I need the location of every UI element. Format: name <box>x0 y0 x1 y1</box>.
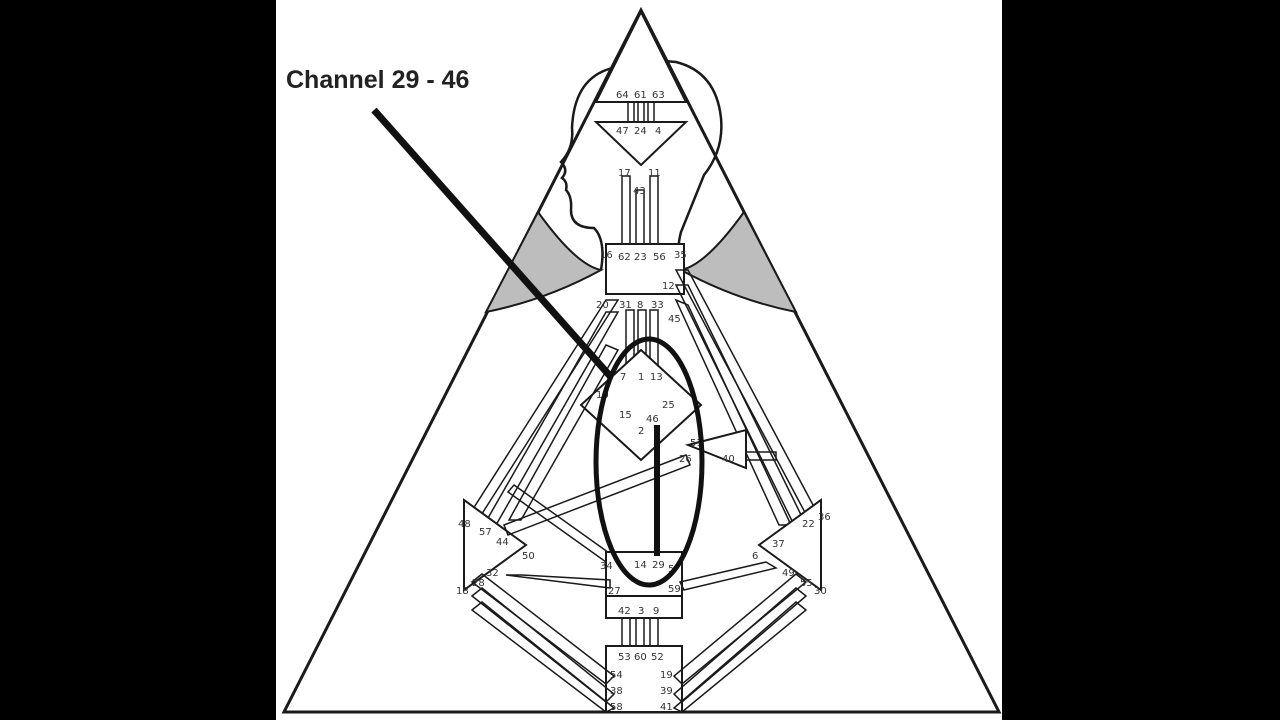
gate-56: 56 <box>653 252 666 263</box>
gate-20: 20 <box>596 300 609 311</box>
gate-23: 23 <box>634 252 647 263</box>
gate-16: 16 <box>600 250 613 261</box>
gate-32: 32 <box>486 568 499 579</box>
gate-51: 51 <box>690 438 703 449</box>
gate-18: 18 <box>456 586 469 597</box>
gate-52: 52 <box>651 652 664 663</box>
sacral-root-channels <box>621 617 659 647</box>
gate-44: 44 <box>496 537 509 548</box>
gate-8: 8 <box>637 300 643 311</box>
lower-right-channels <box>672 561 808 713</box>
gate-34: 34 <box>600 561 613 572</box>
gate-45: 45 <box>668 314 681 325</box>
head-silhouette <box>559 59 723 271</box>
gate-63: 63 <box>652 90 665 101</box>
spleen-center <box>463 498 528 592</box>
gate-62: 62 <box>618 252 631 263</box>
bodygraph-diagram: 64 61 63 47 24 4 17 11 43 16 62 23 56 35… <box>281 6 1002 714</box>
left-shoulder-shade <box>484 210 604 314</box>
head-center <box>594 9 688 103</box>
gate-50: 50 <box>522 551 535 562</box>
root-center <box>605 645 683 713</box>
head-ajna-channels <box>627 101 655 123</box>
gate-26: 26 <box>679 454 692 465</box>
gate-37: 37 <box>772 539 785 550</box>
gate-22: 22 <box>802 519 815 530</box>
bodygraph-panel: 64 61 63 47 24 4 17 11 43 16 62 23 56 35… <box>276 0 1002 720</box>
gate-64: 64 <box>616 90 629 101</box>
gate-27: 27 <box>608 586 621 597</box>
pointer-line <box>371 107 613 379</box>
gate-59: 59 <box>668 584 681 595</box>
gate-12: 12 <box>662 281 675 292</box>
gate-25: 25 <box>662 400 675 411</box>
gate-28: 28 <box>472 578 485 589</box>
heart-center <box>684 428 747 470</box>
gate-3: 3 <box>638 606 644 617</box>
gate-11: 11 <box>648 168 661 179</box>
gate-29: 29 <box>652 560 665 571</box>
root-top-band <box>605 595 683 619</box>
gate-7: 7 <box>620 372 626 383</box>
gate-38: 38 <box>610 686 623 697</box>
gate-15: 15 <box>619 410 632 421</box>
gate-54: 54 <box>610 670 623 681</box>
right-long-channels <box>674 269 823 526</box>
gate-31: 31 <box>619 300 632 311</box>
gate-24: 24 <box>634 126 647 137</box>
gate-40: 40 <box>722 454 735 465</box>
solar-plexus-center <box>757 498 822 592</box>
crossing-channels <box>503 451 777 564</box>
gate-33: 33 <box>651 300 664 311</box>
gate-9: 9 <box>653 606 659 617</box>
gate-30: 30 <box>814 586 827 597</box>
gate-53: 53 <box>618 652 631 663</box>
caption-label: Channel 29 - 46 <box>286 66 469 94</box>
gate-labels: 64 61 63 47 24 4 17 11 43 16 62 23 56 35… <box>456 90 831 713</box>
gate-49: 49 <box>782 568 795 579</box>
gate-1: 1 <box>638 372 644 383</box>
gate-57: 57 <box>479 527 492 538</box>
gate-36: 36 <box>818 512 831 523</box>
gate-61: 61 <box>634 90 647 101</box>
gate-14: 14 <box>634 560 647 571</box>
gate-6: 6 <box>752 551 758 562</box>
gate-42: 42 <box>618 606 631 617</box>
gate-58: 58 <box>610 702 623 713</box>
gate-48: 48 <box>458 519 471 530</box>
gate-41: 41 <box>660 702 673 713</box>
gate-4: 4 <box>655 126 661 137</box>
gate-13: 13 <box>650 372 663 383</box>
gate-47: 47 <box>616 126 629 137</box>
gate-17: 17 <box>618 168 631 179</box>
gate-60: 60 <box>634 652 647 663</box>
gate-5: 5 <box>668 564 674 575</box>
lower-left-channels <box>470 573 616 713</box>
gate-19: 19 <box>660 670 673 681</box>
gate-35: 35 <box>674 250 687 261</box>
gate-39: 39 <box>660 686 673 697</box>
gate-43: 43 <box>633 186 646 197</box>
gate-55: 55 <box>800 578 813 589</box>
throat-center <box>605 243 685 295</box>
gate-2: 2 <box>638 426 644 437</box>
right-shoulder-shade <box>678 210 798 314</box>
gate-46: 46 <box>646 414 659 425</box>
highlight-ellipse <box>593 336 705 588</box>
